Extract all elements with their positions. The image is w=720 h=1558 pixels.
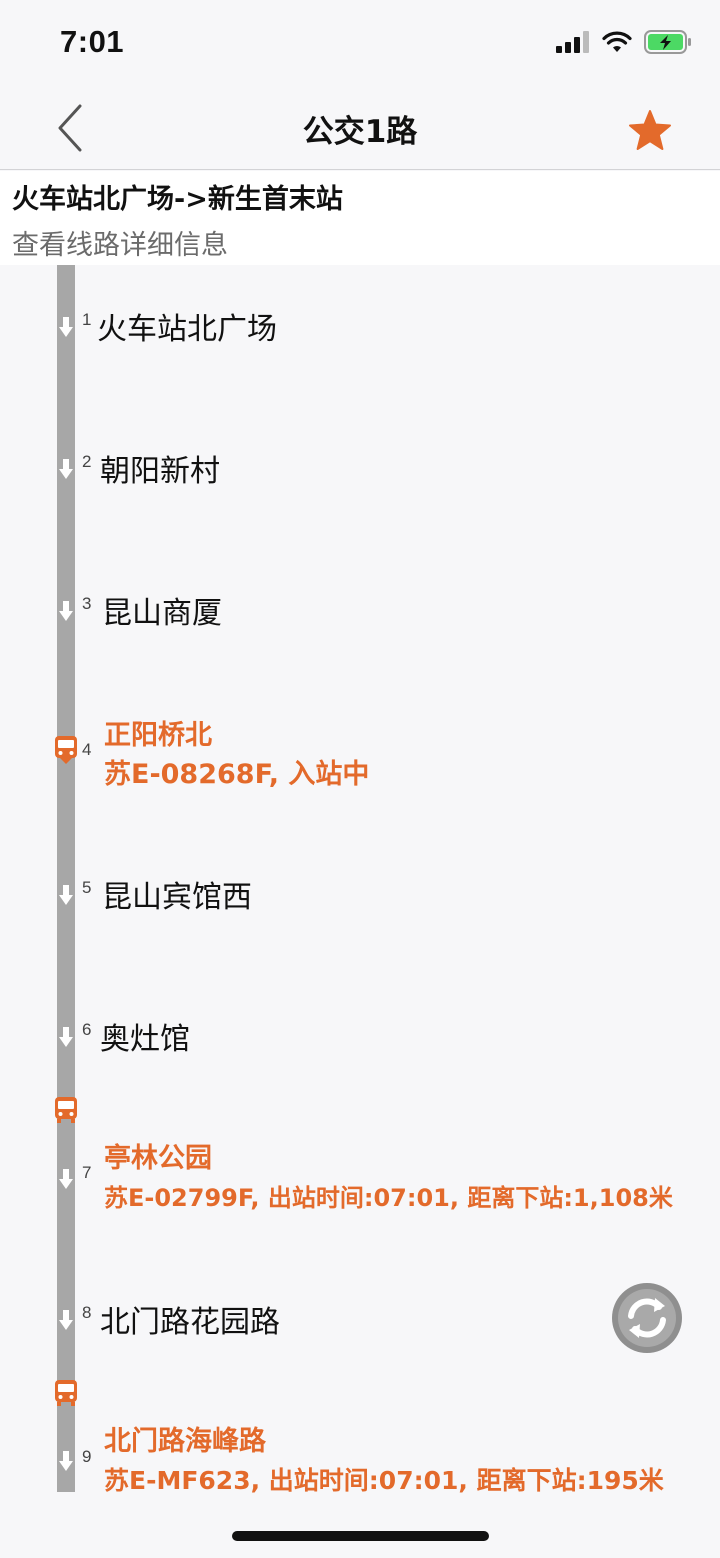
status-icons — [556, 30, 692, 54]
stop-name: 正阳桥北 — [104, 720, 212, 751]
cellular-signal-icon — [556, 31, 589, 53]
route-direction: 火车站北广场->新生首末站 — [12, 184, 343, 215]
page-title: 公交1路 — [302, 114, 418, 150]
arrow-down-icon — [59, 885, 73, 905]
stop-sequence: 1 — [82, 310, 92, 329]
bus-icon — [55, 1097, 77, 1123]
home-indicator — [232, 1531, 489, 1541]
arrow-down-icon — [59, 459, 73, 479]
bus-status: 苏E-02799F, 出站时间:07:01, 距离下站:1,108米 — [104, 1184, 673, 1212]
stop-item[interactable]: 6 奥灶馆 — [0, 1000, 720, 1080]
stop-item-active[interactable]: 7 亭林公园 苏E-02799F, 出站时间:07:01, 距离下站:1,108… — [0, 1132, 720, 1222]
route-detail-link[interactable]: 查看线路详细信息 — [12, 230, 228, 261]
stop-item-active[interactable]: 9 北门路海峰路 苏E-MF623, 出站时间:07:01, 距离下站:195米 — [0, 1415, 720, 1505]
stop-item[interactable]: 1 火车站北广场 — [0, 290, 720, 370]
stop-sequence: 7 — [82, 1163, 92, 1182]
stop-sequence: 6 — [82, 1020, 92, 1039]
arrow-down-icon — [59, 601, 73, 621]
bus-icon — [55, 1380, 77, 1406]
refresh-button[interactable] — [611, 1282, 683, 1354]
stop-name: 昆山商厦 — [102, 596, 222, 631]
route-header: 火车站北广场->新生首末站 查看线路详细信息 — [0, 171, 720, 265]
stop-item-active[interactable]: 4 正阳桥北 苏E-08268F, 入站中 — [0, 705, 720, 795]
navigation-bar: 公交1路 — [0, 88, 720, 170]
star-icon — [629, 110, 671, 150]
stop-item[interactable]: 8 北门路花园路 — [0, 1283, 720, 1363]
stop-list[interactable]: 1 火车站北广场 2 朝阳新村 3 昆山商厦 4 正阳桥北 苏E-08268F,… — [0, 265, 720, 1505]
stop-name: 朝阳新村 — [100, 454, 220, 489]
arrow-down-icon — [59, 1451, 73, 1471]
refresh-icon — [612, 1283, 682, 1353]
stop-name: 北门路海峰路 — [104, 1426, 266, 1457]
status-bar: 7:01 — [0, 0, 720, 88]
stop-name: 北门路花园路 — [100, 1305, 280, 1340]
bus-status: 苏E-MF623, 出站时间:07:01, 距离下站:195米 — [104, 1466, 664, 1495]
status-time: 7:01 — [60, 24, 125, 59]
stop-item[interactable]: 2 朝阳新村 — [0, 432, 720, 512]
route-line — [57, 265, 75, 1492]
arrow-down-icon — [59, 1310, 73, 1330]
stop-name: 亭林公园 — [104, 1143, 212, 1174]
bus-status: 苏E-08268F, 入站中 — [104, 759, 370, 790]
arrow-down-icon — [59, 1169, 73, 1189]
stop-sequence: 9 — [82, 1447, 92, 1466]
back-button[interactable] — [50, 102, 90, 154]
arrow-down-icon — [59, 317, 73, 337]
stop-sequence: 5 — [82, 878, 92, 897]
stop-name: 奥灶馆 — [100, 1022, 190, 1057]
stop-name: 火车站北广场 — [97, 312, 277, 347]
arrow-down-icon — [59, 1027, 73, 1047]
stop-sequence: 4 — [82, 740, 92, 759]
bus-icon — [55, 736, 77, 764]
favorite-button[interactable] — [626, 108, 674, 154]
stop-name: 昆山宾馆西 — [102, 880, 252, 915]
stop-item[interactable]: 5 昆山宾馆西 — [0, 858, 720, 938]
chevron-left-icon — [58, 104, 82, 152]
stop-sequence: 2 — [82, 452, 92, 471]
battery-charging-icon — [644, 30, 691, 54]
stop-sequence: 8 — [82, 1303, 92, 1322]
wifi-icon — [602, 31, 632, 52]
stop-item[interactable]: 3 昆山商厦 — [0, 574, 720, 654]
stop-sequence: 3 — [82, 594, 92, 613]
